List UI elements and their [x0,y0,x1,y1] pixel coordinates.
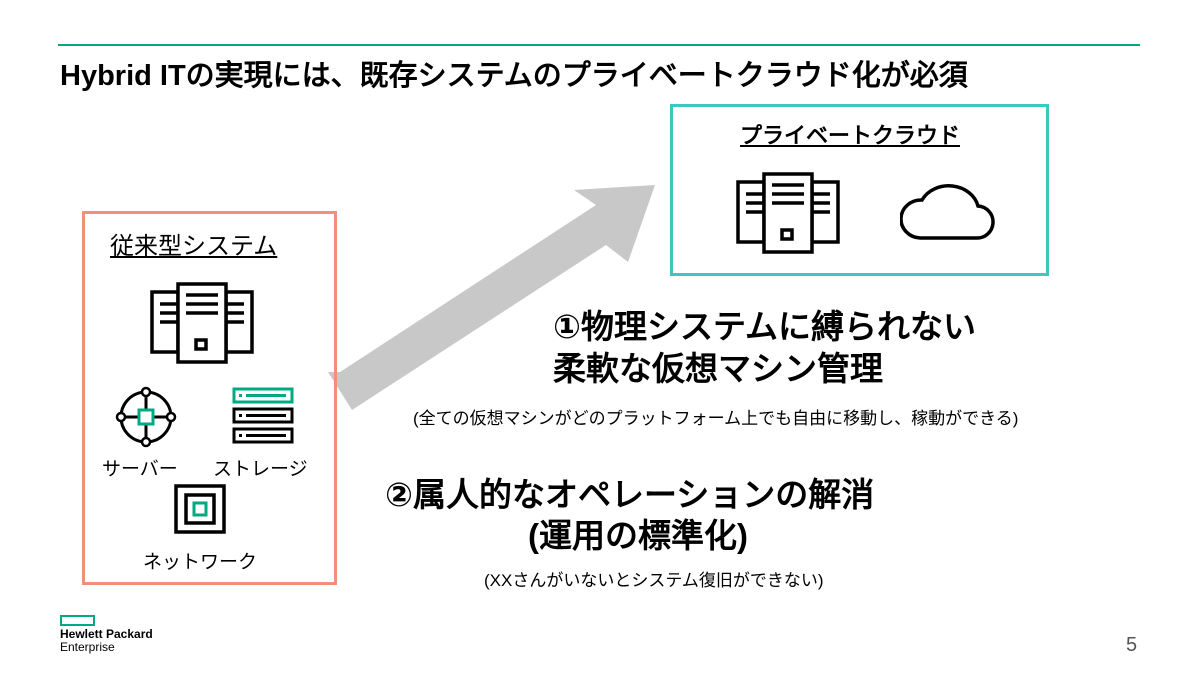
hpe-logo-mark [60,615,95,626]
title-rule [58,44,1140,46]
page-number: 5 [1126,634,1138,656]
network-label: ネットワーク [143,552,258,573]
private-cloud-title: プライベートクラウド [740,123,961,148]
point1-note: (全ての仮想マシンがどのプラットフォーム上でも自由に移動し、稼動ができる) [413,409,1019,428]
page-title: Hybrid ITの実現には、既存システムのプライベートクラウド化が必須 [60,60,968,92]
server-rack-icon [736,172,840,254]
server-icon [115,386,177,448]
point2-note: (XXさんがいないとシステム復旧ができない) [484,571,824,590]
legacy-system-box [82,211,337,585]
server-label: サーバー [102,459,178,480]
server-rack-icon [150,282,254,364]
cloud-icon [900,184,995,240]
logo-text-line2: Enterprise [60,640,115,654]
point2-line1: ②属人的なオペレーションの解消 [385,476,875,513]
point1-line1: ①物理システムに縛られない [553,308,976,345]
migration-arrow [328,185,655,410]
point2-line2: (運用の標準化) [528,517,748,554]
logo-text-line1: Hewlett Packard [60,627,153,641]
legacy-system-title: 従来型システム [110,233,278,260]
private-cloud-box [670,104,1049,276]
storage-icon [232,387,294,444]
network-icon [174,484,226,534]
point1-line2: 柔軟な仮想マシン管理 [553,350,883,387]
storage-label: ストレージ [213,459,308,480]
